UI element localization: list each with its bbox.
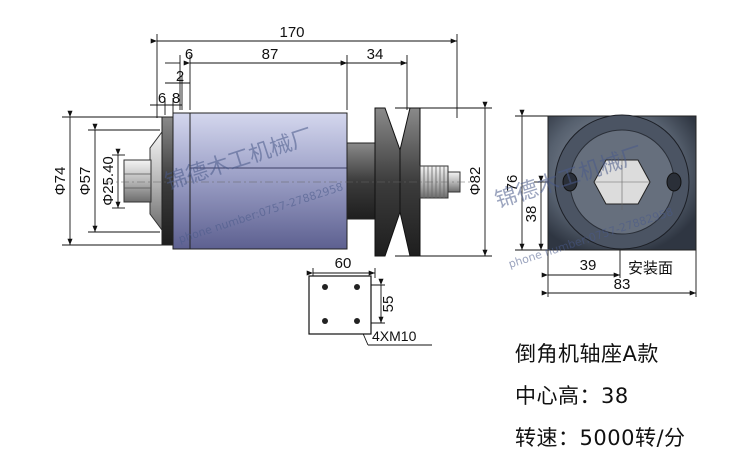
holes-callout: 4XM10 bbox=[372, 328, 417, 344]
dim-body-length: 87 bbox=[262, 46, 279, 63]
bolt-hole-left bbox=[562, 172, 578, 192]
bearing-housing bbox=[189, 112, 348, 250]
dim-center-height: 38 bbox=[523, 206, 540, 223]
dim-overall-length: 170 bbox=[279, 24, 304, 41]
mount-face-label: 安装面 bbox=[628, 259, 673, 277]
mount-hole bbox=[354, 318, 360, 324]
front-extension-lines bbox=[156, 34, 458, 118]
mount-hole bbox=[354, 284, 360, 290]
spec-speed: 转速：5000转/分 bbox=[515, 426, 686, 450]
dim-d74: Φ74 bbox=[52, 167, 69, 196]
spec-title: 倒角机轴座A款 bbox=[515, 342, 659, 366]
base-plate-view: 60 55 4XM10 bbox=[306, 255, 432, 346]
dim-side-height: 76 bbox=[504, 175, 521, 192]
spindle-assembly bbox=[105, 107, 470, 257]
front-dimension-lines bbox=[150, 38, 457, 106]
dim-nut: 6 bbox=[158, 90, 166, 107]
dim-side-width: 83 bbox=[614, 276, 631, 293]
front-left-dimension-lines bbox=[62, 110, 165, 246]
mount-hole bbox=[322, 284, 328, 290]
nut-cone bbox=[149, 130, 163, 232]
mount-hole bbox=[322, 318, 328, 324]
base-plate bbox=[308, 275, 372, 335]
bolt-hole-right bbox=[666, 172, 682, 192]
base-dimension-lines bbox=[306, 268, 432, 346]
dim-gap: 2 bbox=[176, 68, 184, 85]
hex-nut bbox=[123, 159, 152, 203]
dim-washer: 8 bbox=[172, 90, 180, 107]
dim-base-width: 60 bbox=[335, 255, 352, 272]
dim-pulley-length: 34 bbox=[367, 46, 384, 63]
side-view: 76 38 39 安装面 83 bbox=[504, 109, 697, 297]
dim-d25: Φ25.40 bbox=[100, 156, 117, 206]
spec-center-height: 中心高：38 bbox=[515, 384, 629, 408]
front-view: 170 6 87 34 2 6 8 Φ74 Φ57 Φ25.40 Φ82 bbox=[52, 24, 492, 257]
dim-d57: Φ57 bbox=[77, 167, 94, 196]
dim-d82: Φ82 bbox=[467, 167, 484, 196]
dim-offset: 39 bbox=[580, 257, 597, 274]
dim-base-height: 55 bbox=[380, 296, 397, 313]
dim-flange: 6 bbox=[185, 46, 193, 63]
pulley-hub bbox=[346, 142, 376, 220]
